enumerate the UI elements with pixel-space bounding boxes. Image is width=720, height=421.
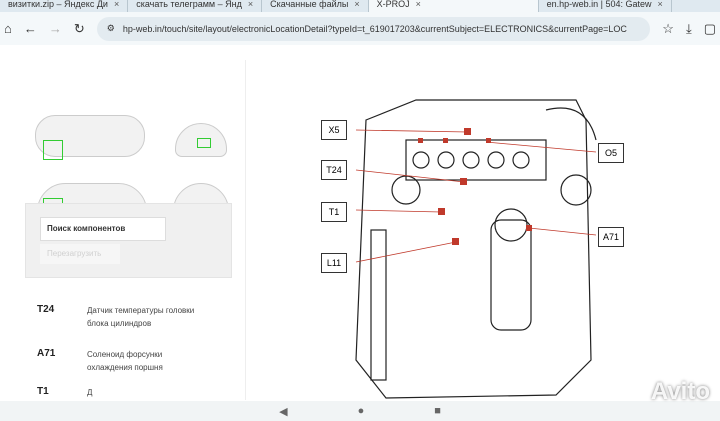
component-desc: Соленоид форсунки охлаждения поршня: [87, 350, 163, 372]
tab-count-icon[interactable]: ▢: [703, 20, 716, 36]
home-nav-icon[interactable]: ●: [357, 405, 365, 417]
tab-3[interactable]: X-PROJ ×: [368, 0, 539, 12]
callout-t1[interactable]: T1: [321, 202, 347, 222]
component-row[interactable]: T1 Д: [37, 386, 92, 399]
close-icon[interactable]: ×: [113, 0, 120, 9]
car-top-view[interactable]: [35, 115, 145, 157]
tab-label: скачать телеграмм – Янд: [136, 0, 242, 9]
recents-nav-icon[interactable]: ■: [434, 405, 441, 417]
tab-strip: визитки.zip – Яндекс Ди × скачать телегра…: [0, 0, 720, 12]
tab-label: Скачанные файлы: [270, 0, 349, 9]
engine-diagram: X5 T24 T1 L11 O5 A71: [245, 60, 720, 400]
component-code: T1: [37, 386, 49, 397]
android-nav-bar: ◀ ● ■: [0, 401, 720, 421]
close-icon[interactable]: ×: [415, 0, 421, 9]
callout-o5[interactable]: O5: [598, 143, 624, 163]
engine-drawing: [355, 99, 597, 399]
component-desc: Датчик температуры головки блока цилиндр…: [87, 306, 195, 328]
forward-icon[interactable]: →: [48, 21, 62, 36]
address-bar[interactable]: ⚙ hp-web.in/touch/site/layout/electronicL…: [96, 16, 651, 41]
callout-a71[interactable]: A71: [598, 227, 624, 247]
back-nav-icon[interactable]: ◀: [279, 405, 288, 418]
tab-2[interactable]: Скачанные файлы ×: [262, 0, 369, 12]
tab-4[interactable]: en.hp-web.in | 504: Gatew ×: [539, 0, 672, 12]
back-icon[interactable]: ←: [23, 21, 37, 36]
component-desc: Д: [87, 388, 93, 397]
close-icon[interactable]: ×: [657, 0, 663, 9]
tab-label: X-PROJ: [376, 0, 410, 9]
close-icon[interactable]: ×: [247, 0, 254, 9]
reload-button[interactable]: Перезагрузить: [40, 244, 120, 264]
callout-l11[interactable]: L11: [321, 253, 347, 273]
avito-watermark: Avito: [650, 378, 710, 405]
tab-1[interactable]: скачать телеграмм – Янд ×: [128, 0, 263, 12]
search-panel: Поиск компонентов Перезагрузить: [25, 203, 232, 278]
site-settings-icon[interactable]: ⚙: [106, 23, 115, 33]
reload-icon[interactable]: ↻: [73, 20, 85, 36]
callout-t24[interactable]: T24: [321, 160, 347, 180]
component-code: T24: [37, 304, 55, 315]
component-row[interactable]: T24 Датчик температуры головки блока цили…: [37, 304, 202, 330]
component-code: A71: [37, 348, 56, 359]
location-marker: [197, 138, 211, 148]
close-icon[interactable]: ×: [354, 0, 360, 9]
callout-x5[interactable]: X5: [321, 120, 347, 140]
download-icon[interactable]: ⤓: [685, 20, 692, 36]
component-search-input[interactable]: Поиск компонентов: [40, 217, 166, 241]
home-icon[interactable]: ⌂: [4, 21, 12, 36]
star-icon[interactable]: ☆: [662, 20, 674, 36]
url-text: hp-web.in/touch/site/layout/electronicLo…: [122, 23, 627, 34]
tab-label: визитки.zip – Яндекс Ди: [8, 0, 108, 9]
component-row[interactable]: A71 Соленоид форсунки охлаждения поршня: [37, 348, 177, 374]
car-front-view[interactable]: [175, 123, 227, 157]
tab-0[interactable]: визитки.zip – Яндекс Ди ×: [0, 0, 129, 12]
tab-label: en.hp-web.in | 504: Gatew: [546, 0, 652, 9]
location-marker: [43, 140, 63, 160]
nav-bar: ⌂ ← → ↻ ⚙ hp-web.in/touch/site/layout/ele…: [0, 12, 720, 45]
